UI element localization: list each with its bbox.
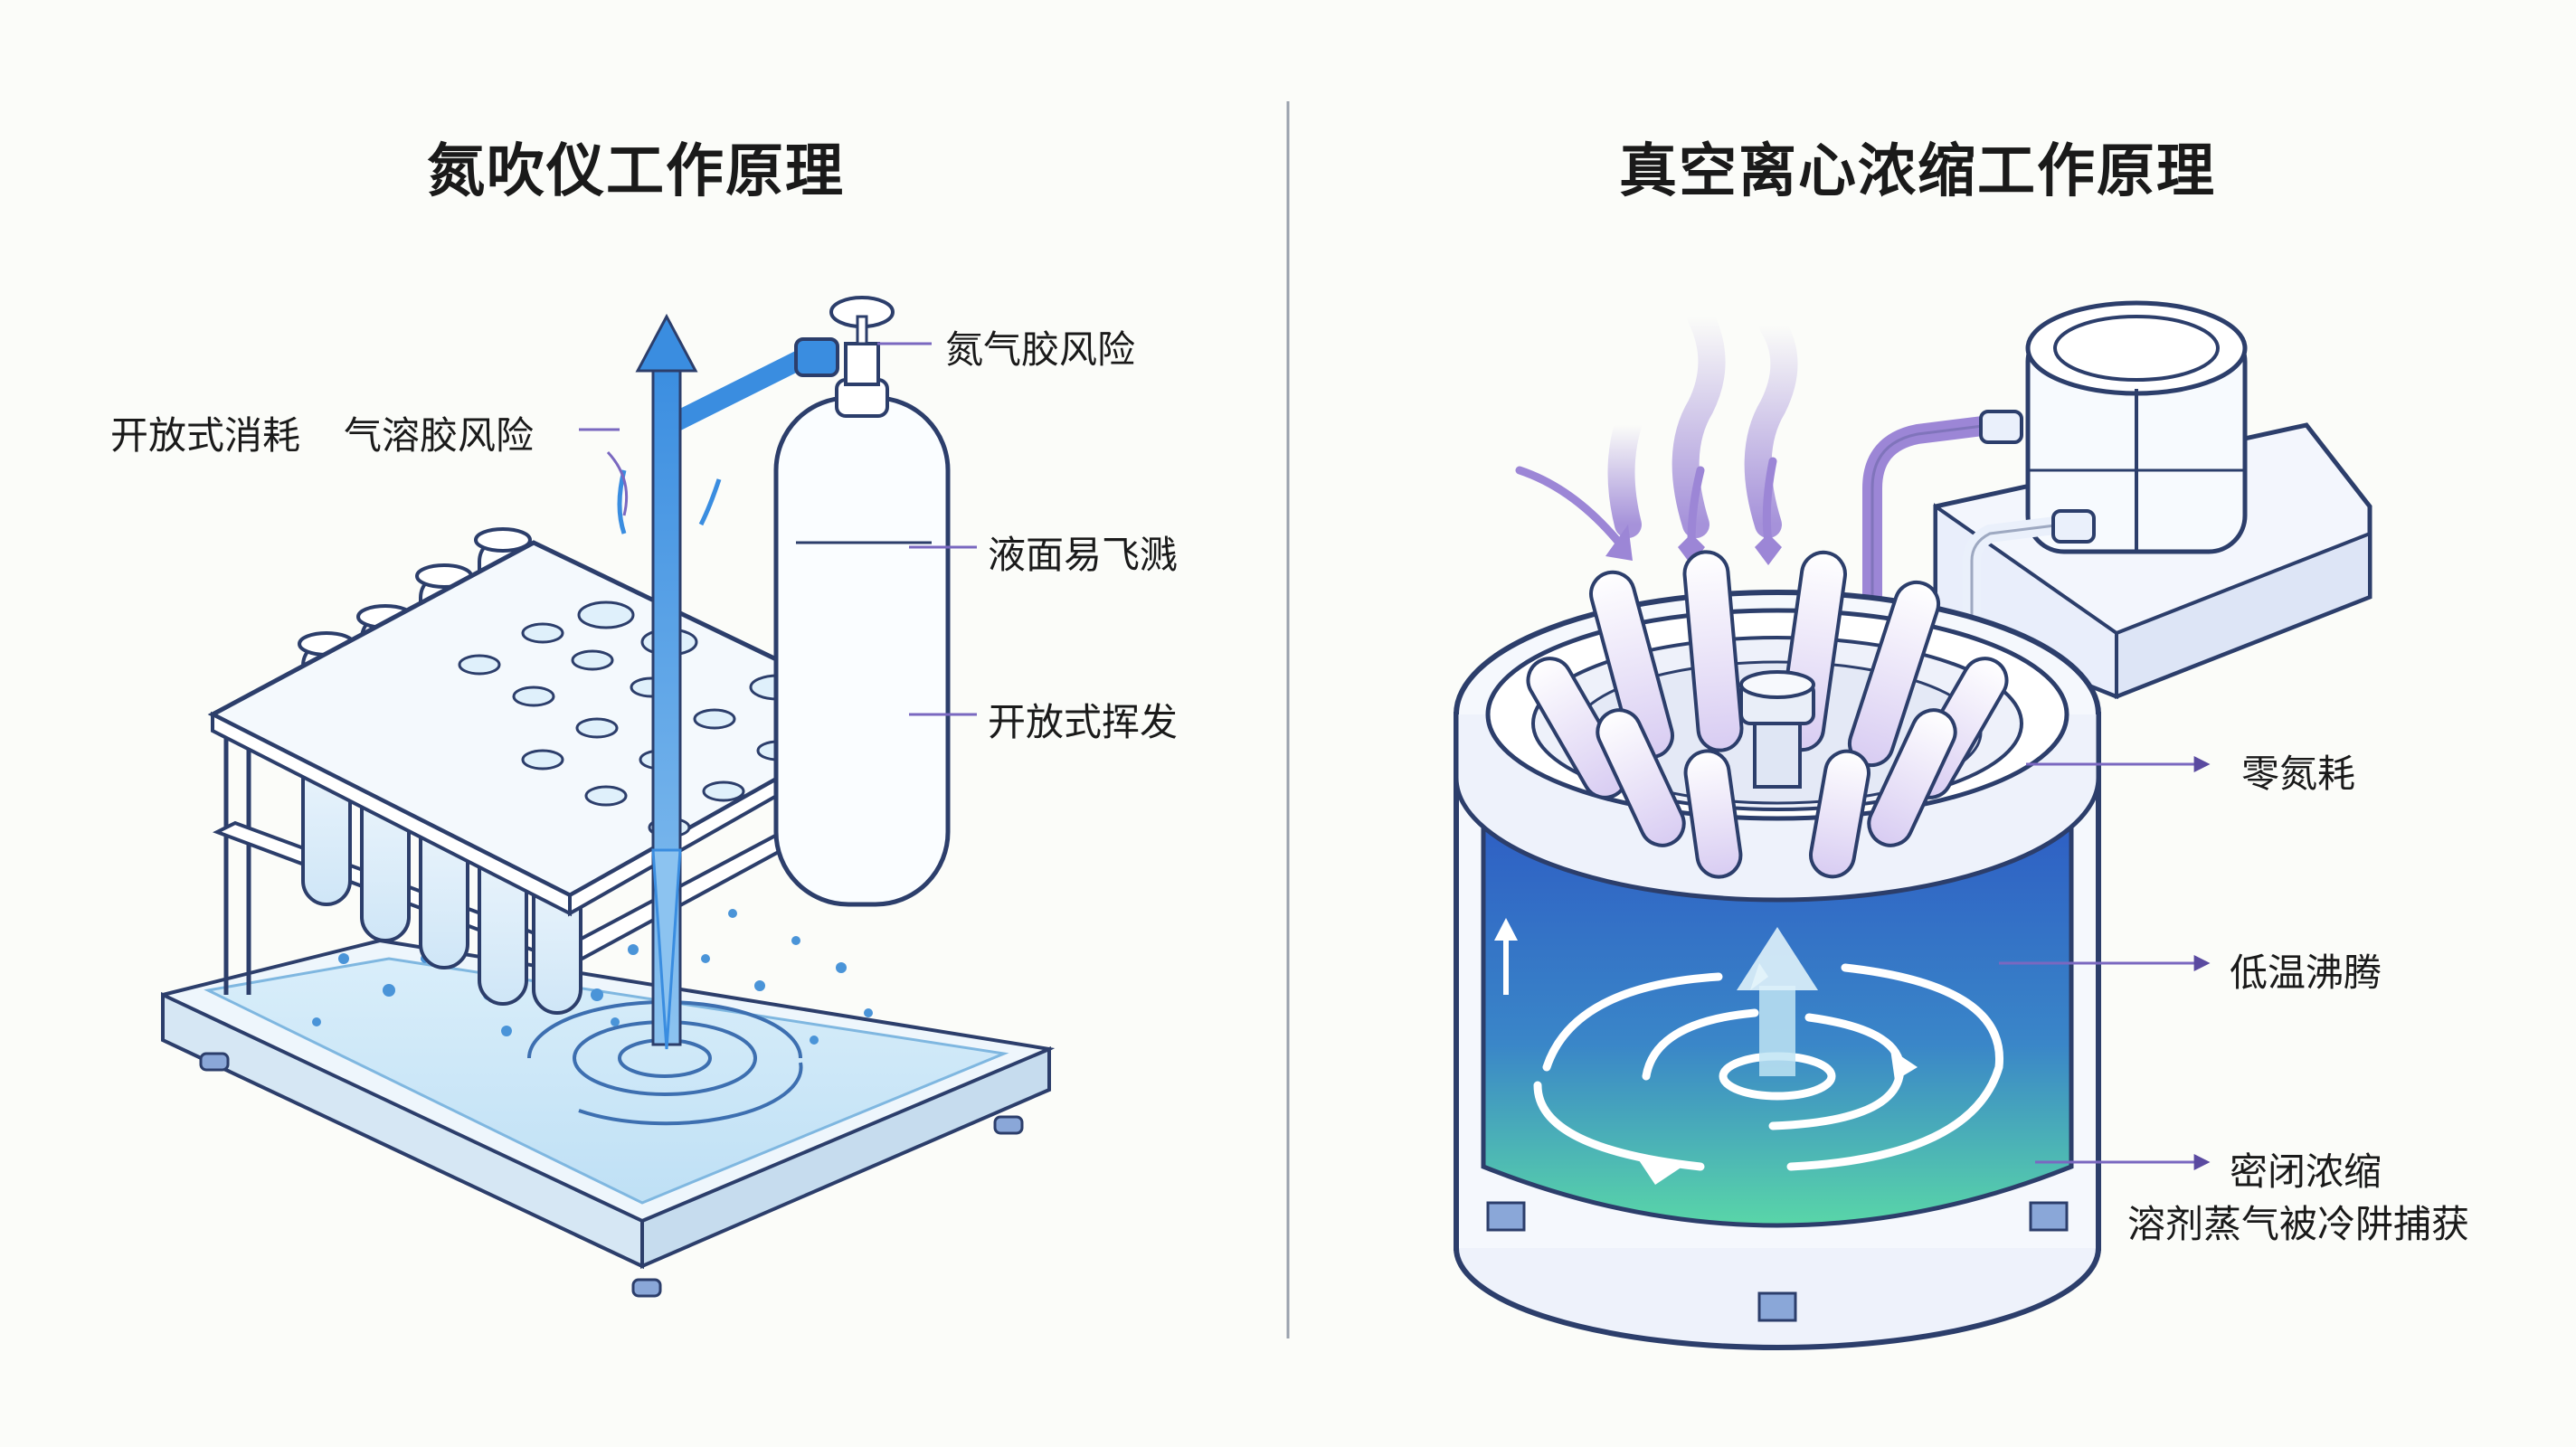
label-sealed-concentration: 密闭浓缩 bbox=[2230, 1149, 2382, 1194]
label-low-temp-boiling: 低温沸腾 bbox=[2230, 950, 2382, 995]
nitrogen-blower-illustration bbox=[161, 296, 1056, 1298]
label-open-consumption: 开放式消耗 bbox=[110, 413, 301, 458]
label-open-evaporation: 开放式挥发 bbox=[988, 700, 1179, 744]
label-zero-nitrogen: 零氮耗 bbox=[2241, 752, 2356, 796]
right-panel-title: 真空离心浓缩工作原理 bbox=[1619, 138, 2216, 205]
label-splash: 液面易飞溅 bbox=[988, 533, 1179, 577]
vacuum-centrifuge-illustration bbox=[1454, 300, 2372, 1350]
label-nitrogen-aerosol: 氮气胶风险 bbox=[945, 327, 1136, 372]
left-panel-title: 氮吹仪工作原理 bbox=[427, 138, 845, 205]
label-aerosol-risk: 气溶胶风险 bbox=[344, 413, 535, 458]
label-solvent-trapped: 溶剂蒸气被冷阱捕获 bbox=[2127, 1202, 2470, 1246]
